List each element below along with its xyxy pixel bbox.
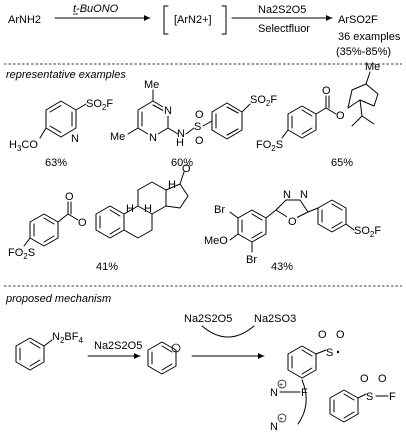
svg-text:O: O [288,216,297,228]
mech-reagent: Na2S2O5 [94,340,142,352]
yield-1: 63% [45,157,67,169]
yield-4: 41% [96,261,118,273]
svg-text:O: O [336,110,345,122]
svg-text:H: H [176,137,184,149]
sulfonyl-radical-ring [287,345,317,379]
reagent-na2s2o5: Na2S2O5 [258,4,306,16]
radical-orbital [171,343,181,353]
mech-arrowhead-1 [134,353,140,359]
svg-text:N: N [149,132,157,144]
curved-arrow-so2 [201,325,255,338]
svg-text:O: O [195,135,204,147]
arrowhead-2 [326,15,332,21]
mechanism-section-title: proposed mechanism [5,293,111,305]
product-ring [329,389,359,423]
reagent-tbuono: t-BuONO [73,3,119,15]
svg-text:H3CO: H3CO [9,139,38,153]
mech-in: Na2S2O5 [184,313,232,325]
example-estrone-ester: FO2S O O O H H H 41% [8,163,191,273]
svg-text:O: O [318,329,327,341]
svg-text:H: H [144,203,152,215]
svg-text:+: + [279,382,283,389]
svg-text:N2BF4: N2BF4 [52,331,83,345]
aryl-radical-ring [147,341,177,375]
bracket-right [221,5,227,35]
svg-text:O: O [336,329,345,341]
svg-text:F: F [389,391,396,403]
svg-text:O: O [322,85,331,97]
top-scheme: ArNH2 t-BuONO [ArN2+] Na2S2O5 Selectfluo… [8,3,401,58]
svg-text:H: H [126,203,134,215]
steroid-ring-d [165,183,189,209]
svg-text:N: N [300,189,308,201]
yield-5: 43% [271,261,293,273]
svg-text:SO2F: SO2F [250,94,277,108]
yield-range: (35%-85%) [336,46,391,58]
product-label: ArSO2F [338,14,378,26]
svg-text:FO2S: FO2S [8,247,35,261]
mechanism: N2BF4 Na2S2O5 Na2S2O5 Na2SO3 S O O N + F… [15,313,396,433]
svg-text:Br: Br [214,204,225,216]
svg-text:O: O [360,373,369,385]
svg-text:N: N [177,128,185,140]
svg-text:+: + [279,416,283,423]
cyclohexane-ring [347,83,379,109]
svg-text:MeO: MeO [204,235,228,247]
svg-text:N: N [71,133,79,145]
bracket-left [163,5,169,35]
svg-text:Me: Me [365,61,380,73]
example-pyrimidine: Me Me N N H N S O O SO2F 60% [110,79,277,169]
example-menthyl-ester: FO2S O O Me 65% [256,61,380,169]
example-oxadiazole: Br MeO Br N N O SO2F 43% [204,189,381,273]
example-pyridine: SO2F H3CO N 63% [9,98,113,169]
curved-arrow-fluorine [297,379,307,425]
diazonium-ring [15,337,45,371]
steroid-ring-c [137,181,167,215]
svg-text:N: N [164,105,172,117]
svg-text:N: N [283,189,291,201]
svg-text:O: O [195,109,204,121]
svg-text:Br: Br [246,254,257,266]
svg-text:O: O [182,163,191,175]
svg-text:O: O [65,191,74,203]
examples-section-title: representative examples [6,69,126,81]
examples-count: 36 examples [338,31,401,43]
svg-text:SO2F: SO2F [354,225,381,239]
svg-text:S: S [194,121,201,133]
svg-text:SO2F: SO2F [86,98,113,112]
svg-text:N: N [270,421,278,433]
arrowhead-1 [144,15,150,21]
mech-out: Na2SO3 [254,313,296,325]
svg-text:Me: Me [110,131,125,143]
svg-text:H: H [168,179,176,191]
svg-text:S: S [326,347,333,359]
svg-text:FO2S: FO2S [256,139,283,153]
svg-text:F: F [301,387,308,399]
svg-text:N: N [270,387,278,399]
intermediate-label: [ArN2+] [174,14,212,26]
benzene-ring-2 [211,102,243,140]
svg-text:Me: Me [144,79,159,91]
reagent-selectfluor: Selectfluor [258,23,310,35]
mech-arrowhead-2 [258,353,264,359]
reactant-label: ArNH2 [8,14,41,26]
svg-text:O: O [378,373,387,385]
steroid-ring-b [123,205,153,239]
svg-text:S: S [366,391,373,403]
yield-2: 60% [171,157,193,169]
yield-3: 65% [331,157,353,169]
svg-text:O: O [78,217,87,229]
